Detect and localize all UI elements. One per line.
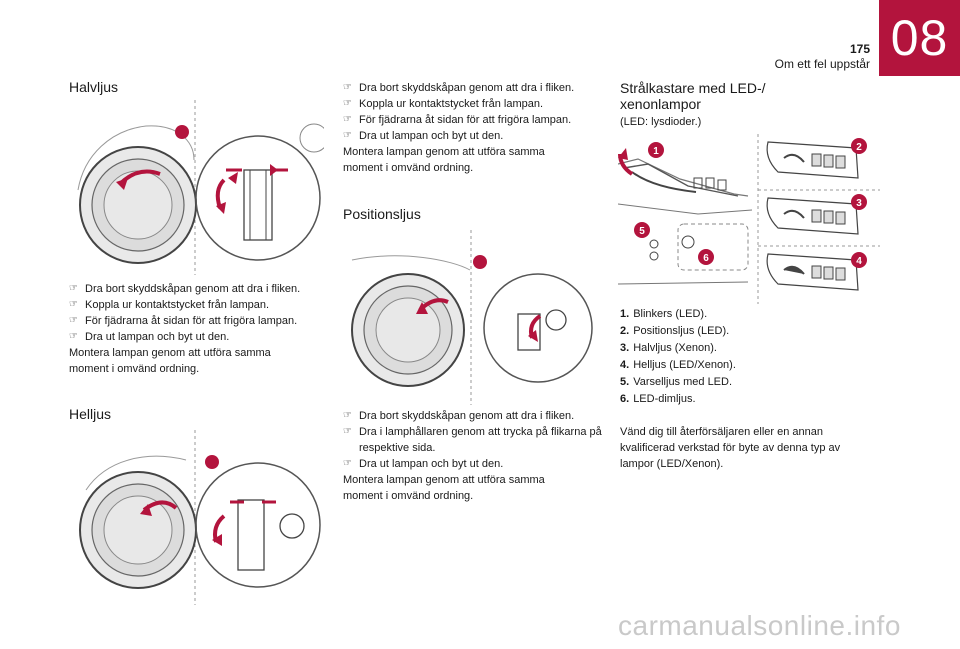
section-title-helljus: Helljus	[69, 406, 112, 422]
led-advice-line: kvalificerad verkstad för byte av denna …	[620, 442, 841, 454]
step: För fjädrarna åt sidan för att frigöra l…	[69, 313, 329, 329]
step: Dra ut lampan och byt ut den.	[69, 329, 329, 345]
legend-item: 4.Helljus (LED/Xenon).	[620, 359, 736, 371]
step: Dra i lamphållaren genom att trycka på f…	[343, 424, 605, 456]
legend-item: 5.Varselljus med LED.	[620, 376, 733, 388]
positionsljus-steps: Dra bort skyddskåpan genom att dra i fli…	[343, 408, 605, 472]
led-title-line: Strålkastare med LED-/	[620, 80, 766, 96]
section-title-halvljus: Halvljus	[69, 79, 119, 95]
positionsljus-note-line: moment i omvänd ordning.	[343, 490, 474, 502]
led-subtitle: (LED: lysdioder.)	[620, 116, 702, 128]
watermark: carmanualsonline.info	[618, 610, 901, 641]
marker-label: 2	[856, 142, 862, 153]
step: Koppla ur kontaktstycket från lampan.	[69, 297, 329, 313]
helljus-steps: Dra bort skyddskåpan genom att dra i fli…	[343, 80, 605, 144]
marker-label: 1	[653, 146, 659, 157]
step: Dra ut lampan och byt ut den.	[343, 456, 605, 472]
marker-label: 6	[703, 253, 709, 264]
positionsljus-note-line: Montera lampan genom att utföra samma	[343, 474, 545, 486]
step: Dra bort skyddskåpan genom att dra i fli…	[343, 408, 605, 424]
chapter-title: Om ett fel uppstår	[774, 57, 870, 71]
step: För fjädrarna åt sidan för att frigöra l…	[343, 112, 605, 128]
led-title-line: xenonlampor	[620, 96, 701, 112]
marker-label: 5	[639, 226, 645, 237]
halvljus-steps: Dra bort skyddskåpan genom att dra i fli…	[69, 281, 329, 345]
section-title-led: Strålkastare med LED-/ xenonlampor	[620, 80, 766, 112]
halvljus-illustration	[66, 100, 324, 275]
step: Koppla ur kontaktstycket från lampan.	[343, 96, 605, 112]
led-legend: 1.Blinkers (LED). 2.Positionsljus (LED).…	[620, 306, 736, 408]
halvljus-note-line: Montera lampan genom att utföra samma	[69, 347, 271, 359]
led-headlamp-illustration: 1 2 3 4 5 6	[618, 134, 880, 304]
legend-item: 2.Positionsljus (LED).	[620, 325, 730, 337]
marker-label: 3	[856, 198, 862, 209]
halvljus-note-line: moment i omvänd ordning.	[69, 363, 200, 375]
marker-1	[648, 142, 664, 158]
marker-4	[851, 252, 867, 268]
helljus-note-line: moment i omvänd ordning.	[343, 162, 474, 174]
marker-3	[851, 194, 867, 210]
helljus-note-line: Montera lampan genom att utföra samma	[343, 146, 545, 158]
step: Dra bort skyddskåpan genom att dra i fli…	[343, 80, 605, 96]
led-advice-line: lampor (LED/Xenon).	[620, 458, 724, 470]
led-advice: Vänd dig till återförsäljaren eller en a…	[620, 424, 870, 472]
marker-5	[634, 222, 650, 238]
marker-2	[851, 138, 867, 154]
legend-item: 3.Halvljus (Xenon).	[620, 342, 717, 354]
legend-item: 1.Blinkers (LED).	[620, 308, 708, 320]
marker-label: 4	[856, 256, 862, 267]
legend-item: 6.LED-dimljus.	[620, 393, 696, 405]
positionsljus-illustration	[342, 230, 600, 405]
step: Dra ut lampan och byt ut den.	[343, 128, 605, 144]
section-title-positionsljus: Positionsljus	[343, 206, 421, 222]
marker-6	[698, 249, 714, 265]
page-number: 175	[849, 42, 870, 56]
led-advice-line: Vänd dig till återförsäljaren eller en a…	[620, 426, 824, 438]
chapter-number-tab: 08	[879, 0, 960, 76]
helljus-illustration	[66, 430, 324, 605]
step: Dra bort skyddskåpan genom att dra i fli…	[69, 281, 329, 297]
